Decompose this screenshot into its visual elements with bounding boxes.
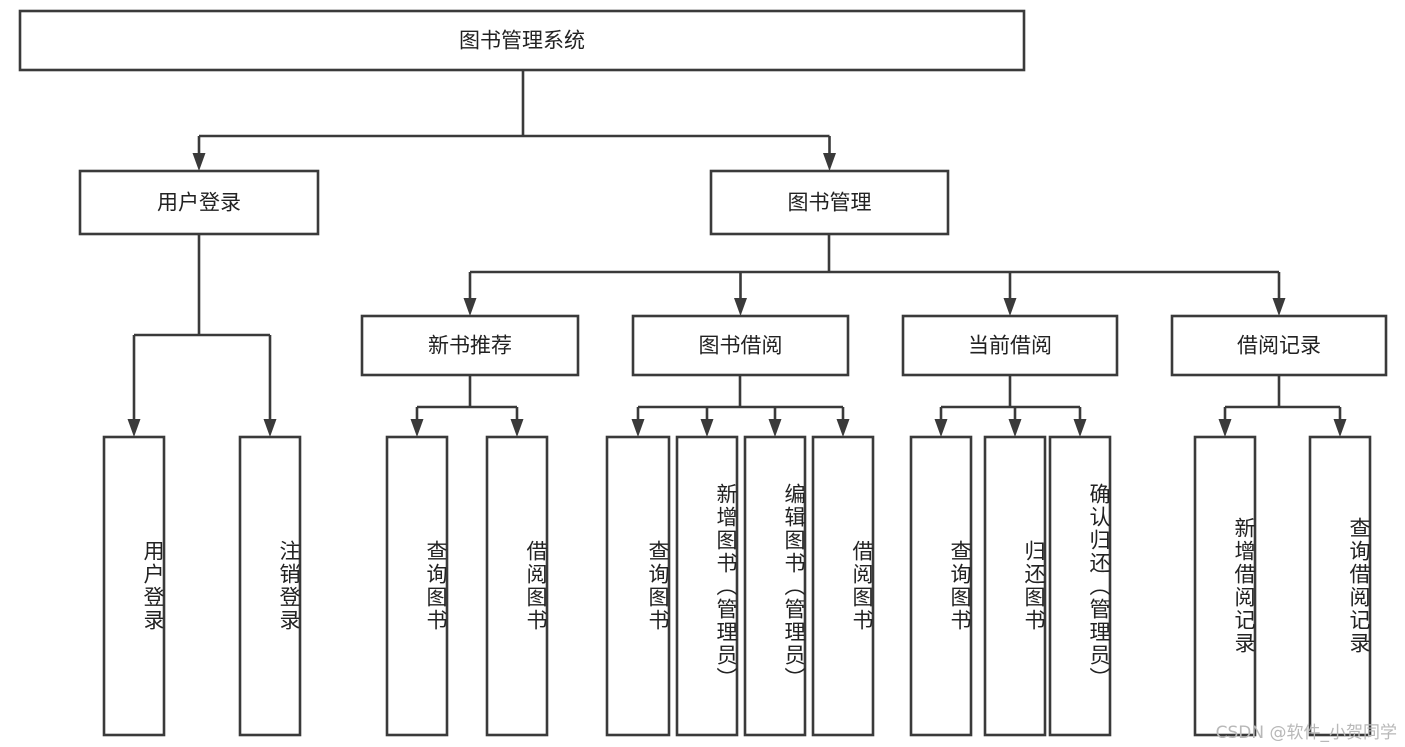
arrow-head-icon xyxy=(734,298,747,316)
node-label-current-borrow: 当前借阅 xyxy=(968,334,1052,358)
node-box-leaf-query-book-recommend[interactable] xyxy=(385,435,449,737)
node-box-layer xyxy=(18,9,1388,737)
node-label-borrow-record: 借阅记录 xyxy=(1237,334,1321,358)
arrow-head-icon xyxy=(127,419,141,437)
arrow-head-icon xyxy=(1073,419,1087,437)
arrow-head-icon xyxy=(836,419,850,437)
arrow-head-icon xyxy=(1218,419,1232,437)
arrow-head-icon xyxy=(631,419,645,437)
node-box-book-borrow[interactable] xyxy=(631,314,850,377)
node-label-new-book-recommend: 新书推荐 xyxy=(428,334,512,358)
node-box-leaf-edit-book-admin[interactable] xyxy=(743,435,807,737)
arrow-head-icon xyxy=(1008,419,1022,437)
node-box-leaf-borrow-book-recommend[interactable] xyxy=(485,435,549,737)
node-label-book-management: 图书管理 xyxy=(788,191,872,215)
arrow-head-icon xyxy=(263,419,277,437)
arrow-head-icon xyxy=(192,153,206,171)
arrow-head-icon xyxy=(768,419,782,437)
node-box-leaf-return-book[interactable] xyxy=(983,435,1047,737)
node-box-user-login[interactable] xyxy=(78,169,320,236)
node-box-leaf-user-logout[interactable] xyxy=(238,435,302,737)
arrow-head-icon xyxy=(823,153,836,171)
connector-group-user-login xyxy=(127,234,277,437)
arrow-head-icon xyxy=(410,419,424,437)
arrow-head-icon xyxy=(700,419,714,437)
node-box-leaf-query-borrow-record[interactable] xyxy=(1308,435,1372,737)
arrow-head-icon xyxy=(1272,298,1286,316)
node-box-leaf-add-book-admin[interactable] xyxy=(675,435,739,737)
connector-group-new-book-recommend xyxy=(410,375,524,437)
node-box-leaf-user-login[interactable] xyxy=(102,435,166,737)
connector-group-root xyxy=(192,70,836,171)
arrow-head-icon xyxy=(510,419,524,437)
node-box-book-management[interactable] xyxy=(709,169,950,236)
arrow-head-icon xyxy=(1003,298,1017,316)
node-label-user-login: 用户登录 xyxy=(157,191,241,215)
arrow-head-icon xyxy=(463,298,477,316)
connector-group-borrow-record xyxy=(1218,375,1347,437)
node-label-root: 图书管理系统 xyxy=(459,29,585,53)
node-box-leaf-query-book-borrow[interactable] xyxy=(605,435,671,737)
connector-group-book-borrow xyxy=(631,375,850,437)
node-box-leaf-borrow-book[interactable] xyxy=(811,435,875,737)
node-box-borrow-record[interactable] xyxy=(1170,314,1388,377)
node-box-leaf-add-borrow-record[interactable] xyxy=(1193,435,1257,737)
node-box-leaf-query-book-current[interactable] xyxy=(909,435,973,737)
connector-group-current-borrow xyxy=(934,375,1087,437)
node-box-new-book-recommend[interactable] xyxy=(360,314,580,377)
connector-layer xyxy=(127,70,1347,437)
node-box-root[interactable] xyxy=(18,9,1026,72)
arrow-head-icon xyxy=(934,419,948,437)
node-box-current-borrow[interactable] xyxy=(901,314,1119,377)
connector-group-book-management xyxy=(463,234,1286,316)
node-label-book-borrow: 图书借阅 xyxy=(699,334,783,358)
arrow-head-icon xyxy=(1333,419,1347,437)
node-box-leaf-confirm-return-admin[interactable] xyxy=(1048,435,1112,737)
